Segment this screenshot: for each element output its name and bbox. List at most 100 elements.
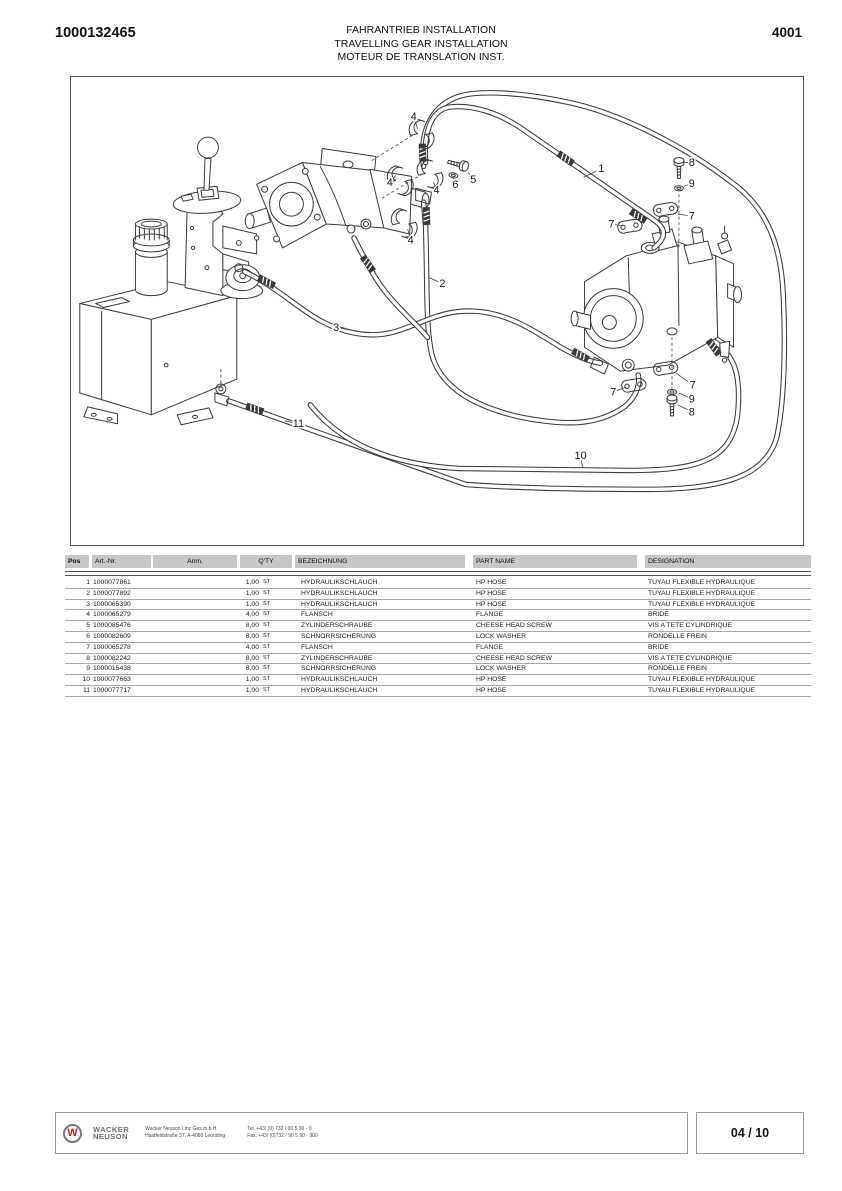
cell-art: 1000065278 — [93, 643, 131, 651]
footer-company-bar: W WACKER NEUSON Wacker Neuson Linz Ges.m… — [55, 1112, 688, 1154]
cell-bez: ZYLINDERSCHRAUBE — [301, 622, 373, 630]
brand-wordmark: WACKER NEUSON — [93, 1124, 130, 1141]
parts-table: Pos Art.-Nr. Anm. Q'TY BEZEICHNUNG PART … — [65, 555, 811, 697]
callout-number: 7 — [608, 219, 614, 231]
control-lever-assembly — [172, 136, 264, 300]
fax-number: Fax. +43/ (0)732 / 90 5 90 - 900 — [247, 1133, 318, 1139]
cell-pos: 7 — [86, 643, 90, 651]
cell-qty: 8,00 — [245, 622, 259, 630]
cell-bez: HYDRAULIKSCHLAUCH — [301, 600, 378, 608]
cell-part: FLANGE — [476, 643, 504, 651]
page-indicator: 04 / 10 — [696, 1112, 804, 1154]
callout-number: 8 — [689, 157, 695, 169]
callout-leader — [614, 224, 624, 227]
col-part-name: PART NAME — [473, 555, 637, 568]
cell-qty: 8,00 — [245, 665, 259, 673]
cell-art: 1000077892 — [93, 589, 131, 597]
company-name: Wacker Neuson Linz Ges.m.b.H. — [145, 1126, 218, 1133]
cell-bez: HYDRAULIKSCHLAUCH — [301, 676, 378, 684]
cell-bez: HYDRAULIKSCHLAUCH — [301, 686, 378, 694]
cell-unit: ST — [263, 654, 270, 661]
company-street: Haidfeldstraße 37, A-4060 Leonding — [145, 1133, 226, 1139]
cell-unit: ST — [263, 632, 270, 639]
cell-desig: RONDELLE FREIN — [648, 665, 707, 673]
cell-art: 1000077663 — [93, 676, 131, 684]
col-pos: Pos — [65, 555, 89, 568]
cell-desig: VIS A TETE CYLINDRIQUE — [648, 654, 733, 662]
callout-number: 4 — [408, 234, 414, 246]
cell-bez: FLANSCH — [301, 643, 333, 651]
cell-art: 1000015438 — [93, 665, 131, 673]
cell-qty: 1,00 — [245, 686, 259, 694]
cell-art: 1000065390 — [93, 600, 131, 608]
cell-part: HP HOSE — [476, 600, 507, 608]
cell-pos: 4 — [86, 611, 90, 619]
cell-qty: 1,00 — [245, 676, 259, 684]
cell-pos: 3 — [86, 600, 90, 608]
document-number: 1000132465 — [55, 25, 136, 41]
cell-pos: 11 — [82, 686, 90, 694]
cell-art: 1000065279 — [93, 611, 131, 619]
cell-desig: TUYAU FLEXIBLE HYDRAULIQUE — [648, 686, 756, 694]
cell-unit: ST — [263, 643, 270, 650]
cell-pos: 8 — [86, 654, 90, 662]
title-de: FAHRANTRIEB INSTALLATION — [346, 24, 496, 36]
callout-number: 3 — [333, 322, 339, 334]
hose-11-loop — [226, 90, 788, 493]
cell-part: HP HOSE — [476, 676, 507, 684]
callout-leader — [284, 420, 295, 424]
cell-unit: ST — [263, 611, 270, 618]
callout-number: 7 — [610, 386, 616, 398]
cell-pos: 5 — [86, 622, 90, 630]
hydraulic-pump — [570, 215, 743, 372]
callout-leader — [433, 182, 436, 189]
cell-part: FLANGE — [476, 611, 504, 619]
header-rule — [65, 571, 811, 576]
callout-number: 2 — [439, 278, 445, 290]
callout-number: 1 — [598, 163, 604, 175]
callout-leader — [453, 177, 456, 183]
cell-pos: 1 — [86, 579, 90, 586]
cell-qty: 8,00 — [245, 632, 259, 640]
cell-qty: 4,00 — [245, 611, 259, 619]
cell-unit: ST — [263, 589, 270, 596]
cell-unit: ST — [263, 665, 270, 672]
filter-assembly — [132, 218, 170, 297]
callout-leader — [580, 459, 583, 468]
cell-bez: SCHNORRSICHERUNG — [301, 665, 377, 673]
cell-desig: BRIDE — [648, 611, 669, 619]
hose-10 — [307, 332, 742, 474]
cell-unit: ST — [263, 622, 270, 629]
cell-desig: TUYAU FLEXIBLE HYDRAULIQUE — [648, 579, 756, 586]
cell-bez: SCHNORRSICHERUNG — [301, 632, 377, 640]
col-art-nr: Art.-Nr. — [92, 555, 151, 568]
col-bezeichnung: BEZEICHNUNG — [295, 555, 465, 568]
callout-number: 10 — [575, 450, 587, 462]
brand-line-1: WACKER — [93, 1124, 130, 1134]
callout-leader — [391, 175, 397, 181]
col-qty: Q'TY — [240, 555, 292, 568]
cell-bez: HYDRAULIKSCHLAUCH — [301, 589, 378, 597]
cell-art: 1000085476 — [93, 622, 131, 630]
hose-2 — [420, 199, 642, 426]
motor-hose-stub — [351, 235, 431, 341]
callout-leader — [675, 372, 689, 382]
callout-leader — [583, 170, 597, 178]
cell-part: CHEESE HEAD SCREW — [476, 622, 552, 630]
assembly-guides — [220, 134, 680, 389]
cell-unit: ST — [263, 600, 270, 607]
brand-line-2: NEUSON — [93, 1132, 128, 1141]
cell-pos: 2 — [86, 589, 90, 597]
callout-leader — [677, 404, 688, 411]
cell-desig: TUYAU FLEXIBLE HYDRAULIQUE — [648, 676, 756, 684]
cell-part: HP HOSE — [476, 686, 507, 694]
